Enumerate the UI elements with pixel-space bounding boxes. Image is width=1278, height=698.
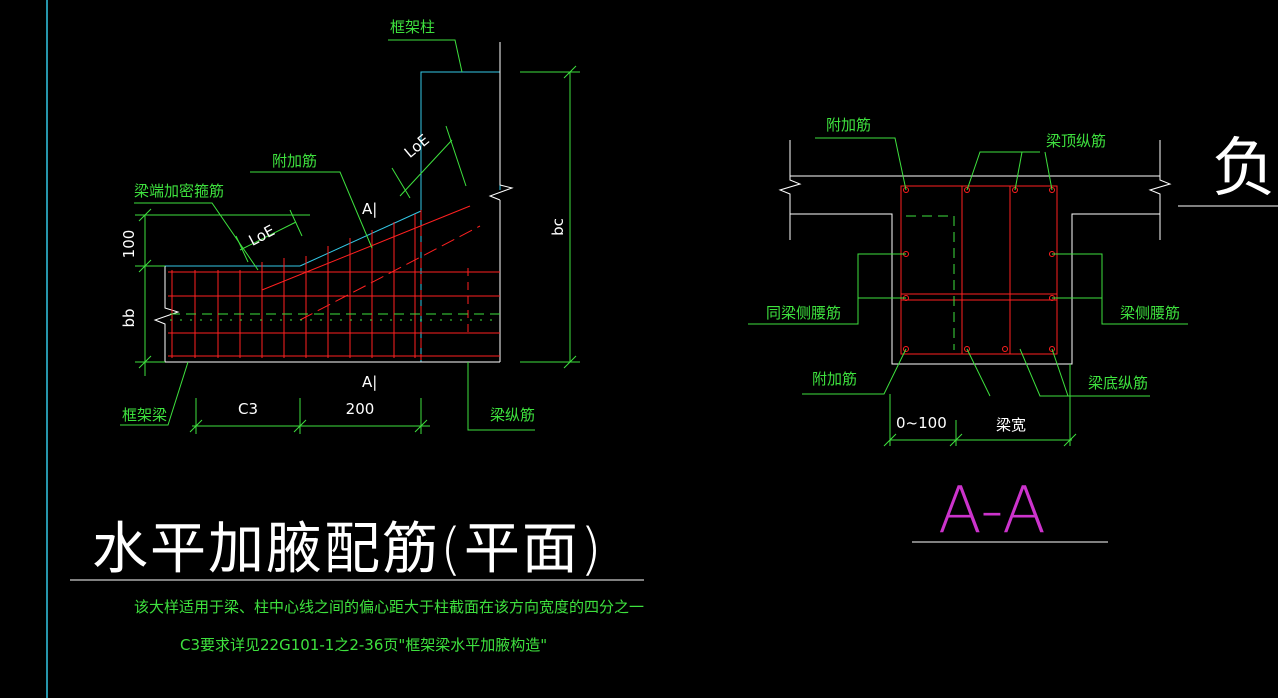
section-view: 附加筋 梁顶纵筋 同梁侧腰筋 梁侧腰筋 附加筋 梁底纵筋 0~100 梁宽 A-… — [748, 116, 1188, 548]
dim-bb: bb — [120, 308, 138, 327]
note-line-2: C3要求详见22G101-1之2-36页"框架梁水平加腋构造" — [180, 636, 547, 654]
dim-loe-2: LoE — [401, 131, 433, 162]
label-bottom-bar: 梁底纵筋 — [1088, 374, 1148, 392]
haunch-slope — [299, 210, 422, 267]
dim-loe-1: LoE — [246, 221, 278, 249]
dim-200: 200 — [346, 400, 375, 418]
beam-break-symbol — [153, 266, 180, 362]
column-break-symbol — [488, 42, 514, 201]
label-long-bar: 梁纵筋 — [490, 406, 535, 424]
column-outline — [420, 71, 501, 362]
label-haunch-bar: 附加筋 — [272, 152, 317, 170]
dim-100: 100 — [120, 230, 138, 259]
dim-beam-width: 梁宽 — [996, 416, 1026, 434]
drawing-title: 水平加腋配筋(平面) — [92, 517, 604, 582]
slab-break-left — [778, 140, 802, 240]
note-line-1: 该大样适用于梁、柱中心线之间的偏心距大于柱截面在该方向宽度的四分之一 — [134, 598, 644, 616]
slab-break-right — [1148, 140, 1172, 240]
section-mark-bottom: A| — [362, 373, 377, 391]
plan-view: bc 100 bb C3 200 — [120, 18, 580, 434]
label-end-stirrup: 梁端加密箍筋 — [134, 182, 224, 200]
rebar-grid — [168, 205, 500, 360]
label-side-bar-left: 同梁侧腰筋 — [766, 304, 841, 322]
dim-c3: C3 — [238, 400, 258, 418]
label-section-haunch-bar-bottom: 附加筋 — [812, 370, 857, 388]
dim-bc: bc — [549, 218, 567, 236]
label-side-bar-right: 梁侧腰筋 — [1120, 304, 1180, 322]
label-section-haunch-bar-top: 附加筋 — [826, 116, 871, 134]
section-title: A-A — [938, 474, 1046, 548]
beam-section-outline — [790, 213, 1160, 365]
section-mark-top: A| — [362, 200, 377, 218]
partial-label: 负一 — [1212, 132, 1278, 206]
label-frame-column: 框架柱 — [390, 18, 435, 36]
label-top-bar: 梁顶纵筋 — [1046, 132, 1106, 150]
haunch-bar-red — [261, 205, 471, 291]
label-frame-beam: 框架梁 — [122, 406, 167, 424]
dim-offset: 0~100 — [896, 414, 947, 432]
